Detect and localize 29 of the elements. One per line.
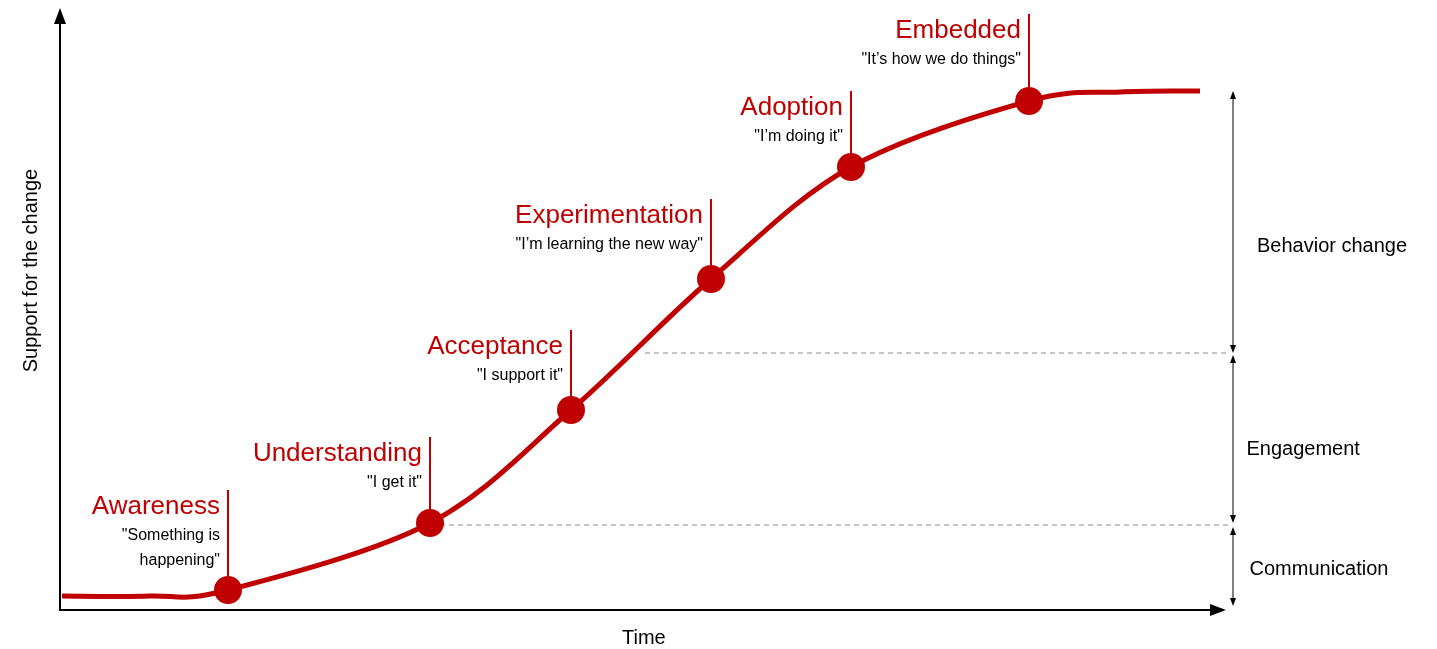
phase-label: Behavior change [1257,233,1408,257]
axis-label: Time [622,625,666,649]
leader-line [570,329,572,397]
milestone-dot [416,509,444,537]
stage-heading: Adoption [740,91,843,121]
stage-quote: "I support it" [476,365,563,385]
stage-quote: "Something is happening" [120,525,220,570]
stage-heading: Awareness [91,490,220,520]
axis-label: Support for the change [18,168,42,372]
milestone-dot [214,576,242,604]
milestone-dot [1015,87,1043,115]
milestone-dot [557,396,585,424]
stage-quote: "I’m doing it" [754,126,843,146]
stage-quote: "I’m learning the new way" [515,234,703,254]
stage-heading: Acceptance [427,330,563,360]
phase-label: Communication [1249,556,1389,580]
phase-label: Engagement [1246,436,1360,460]
leader-line [429,436,431,510]
stage-heading: Embedded [894,14,1021,44]
leader-line [227,489,229,577]
stage-heading: Experimentation [515,199,703,229]
leader-line [1028,13,1030,88]
leader-line [710,198,712,266]
leader-line [850,90,852,154]
milestone-dot [697,265,725,293]
stage-heading: Understanding [252,437,422,467]
milestone-dot [837,153,865,181]
stage-quote: "I get it" [367,472,422,492]
stage-quote: "It’s how we do things" [861,49,1021,69]
